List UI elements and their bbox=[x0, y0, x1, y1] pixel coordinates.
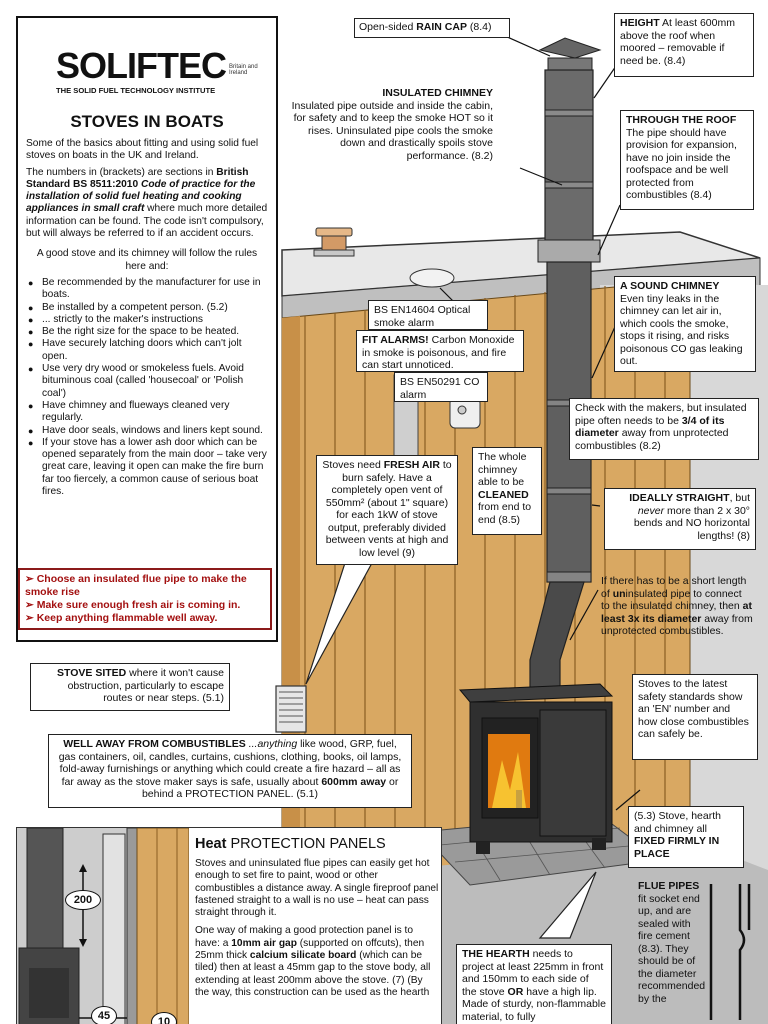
sound-chimney-callout: A SOUND CHIMNEY Even tiny leaks in the c… bbox=[614, 276, 756, 372]
warning-line: ➢ Keep anything flammable well away. bbox=[25, 612, 218, 624]
intro-paragraph-2: The numbers in (brackets) are sections i… bbox=[26, 166, 268, 240]
list-item: Be the right size for the space to be he… bbox=[26, 326, 268, 339]
roof-vent bbox=[313, 227, 355, 257]
heat-panel-text: Heat PROTECTION PANELS Stoves and uninsu… bbox=[195, 836, 439, 1005]
warning-box: ➢ Choose an insulated flue pipe to make … bbox=[18, 568, 272, 630]
dimension-200: 200 bbox=[65, 890, 101, 910]
list-item: Have chimney and flueways cleaned very r… bbox=[26, 400, 268, 425]
fresh-air-callout: Stoves need FRESH AIR to burn safely. Ha… bbox=[316, 455, 458, 565]
logo-tagline: THE SOLID FUEL TECHNOLOGY INSTITUTE bbox=[56, 86, 216, 95]
cleaned-callout: The whole chimney able to be CLEANED fro… bbox=[472, 447, 542, 535]
insulated-chimney-callout: INSULATED CHIMNEY Insulated pipe outside… bbox=[291, 87, 493, 162]
heat-protection-panel: 200 45 10 Heat PROTECTION PANELS Stoves … bbox=[16, 827, 442, 1024]
through-roof-callout: THROUGH THE ROOF The pipe should have pr… bbox=[620, 110, 754, 210]
list-item: Have door seals, windows and liners kept… bbox=[26, 425, 268, 438]
logo-small-text: Britain and Ireland bbox=[229, 64, 258, 76]
rain-cap bbox=[538, 37, 602, 73]
warning-line: ➢ Choose an insulated flue pipe to make … bbox=[25, 573, 247, 598]
rules-list: Be recommended by the manufacturer for u… bbox=[26, 277, 268, 498]
protection-panel-diagram bbox=[17, 828, 189, 1024]
fit-alarms-callout: FIT ALARMS! Carbon Monoxide in smoke is … bbox=[356, 330, 524, 372]
hearth-callout: THE HEARTH needs to project at least 225… bbox=[456, 944, 612, 1024]
check-makers-callout: Check with the makers, but insulated pip… bbox=[569, 398, 759, 460]
rules-intro: A good stove and its chimney will follow… bbox=[36, 248, 258, 272]
height-callout: HEIGHT At least 600mm above the roof whe… bbox=[614, 13, 754, 77]
list-item: ... strictly to the maker's instructions bbox=[26, 314, 268, 327]
fixed-firmly-callout: (5.3) Stove, hearth and chimney all FIXE… bbox=[628, 806, 744, 868]
smoke-alarm-label: BS EN14604 Optical smoke alarm bbox=[368, 300, 488, 330]
chimney-insulated-upper bbox=[544, 69, 594, 251]
stove-sited-callout: STOVE SITED where it won't cause obstruc… bbox=[30, 663, 230, 711]
list-item: Be installed by a competent person. (5.2… bbox=[26, 302, 268, 315]
heat-paragraph-1: Stoves and uninsulated flue pipes can ea… bbox=[195, 858, 439, 919]
smoke-alarm-device bbox=[409, 268, 455, 288]
flue-pipes-callout: FLUE PIPES fit socket end up, and are se… bbox=[638, 880, 706, 1005]
flue-pipe-icons bbox=[709, 884, 751, 1020]
combustibles-callout: WELL AWAY FROM COMBUSTIBLES ...anything … bbox=[48, 734, 412, 808]
soliftec-logo: SOLIFTEC Britain and Ireland bbox=[56, 40, 268, 84]
intro-panel: SOLIFTEC Britain and Ireland THE SOLID F… bbox=[16, 16, 278, 642]
latest-standards-callout: Stoves to the latest safety standards sh… bbox=[632, 674, 758, 760]
list-item: Have securely latching doors which can't… bbox=[26, 338, 268, 363]
dimension-45: 45 bbox=[91, 1006, 117, 1024]
warning-line: ➢ Make sure enough fresh air is coming i… bbox=[25, 599, 241, 611]
hearth-tail bbox=[538, 871, 597, 939]
floor-vent bbox=[275, 685, 307, 733]
co-alarm-label: BS EN50291 CO alarm bbox=[394, 372, 488, 402]
heat-panel-title: Heat PROTECTION PANELS bbox=[195, 836, 386, 852]
short-length-callout: If there has to be a short length of uni… bbox=[601, 575, 753, 637]
list-item: Be recommended by the manufacturer for u… bbox=[26, 277, 268, 302]
rain-cap-callout: Open-sided RAIN CAP (8.4) bbox=[354, 18, 510, 38]
protection-panel-illustration: 200 45 10 bbox=[17, 828, 189, 1024]
page-title: STOVES IN BOATS bbox=[70, 112, 224, 131]
intro-paragraph-1: Some of the basics about fitting and usi… bbox=[26, 138, 259, 162]
stove bbox=[458, 683, 614, 854]
roof-collar bbox=[537, 239, 601, 263]
ideally-straight-callout: IDEALLY STRAIGHT, but never more than 2 … bbox=[604, 488, 756, 550]
list-item: Use very dry wood or smokeless fuels. Av… bbox=[26, 363, 268, 400]
heat-paragraph-2: One way of making a good protection pane… bbox=[195, 925, 431, 998]
logo-name: SOLIFTEC bbox=[56, 45, 227, 86]
list-item: If your stove has a lower ash door which… bbox=[26, 437, 268, 498]
